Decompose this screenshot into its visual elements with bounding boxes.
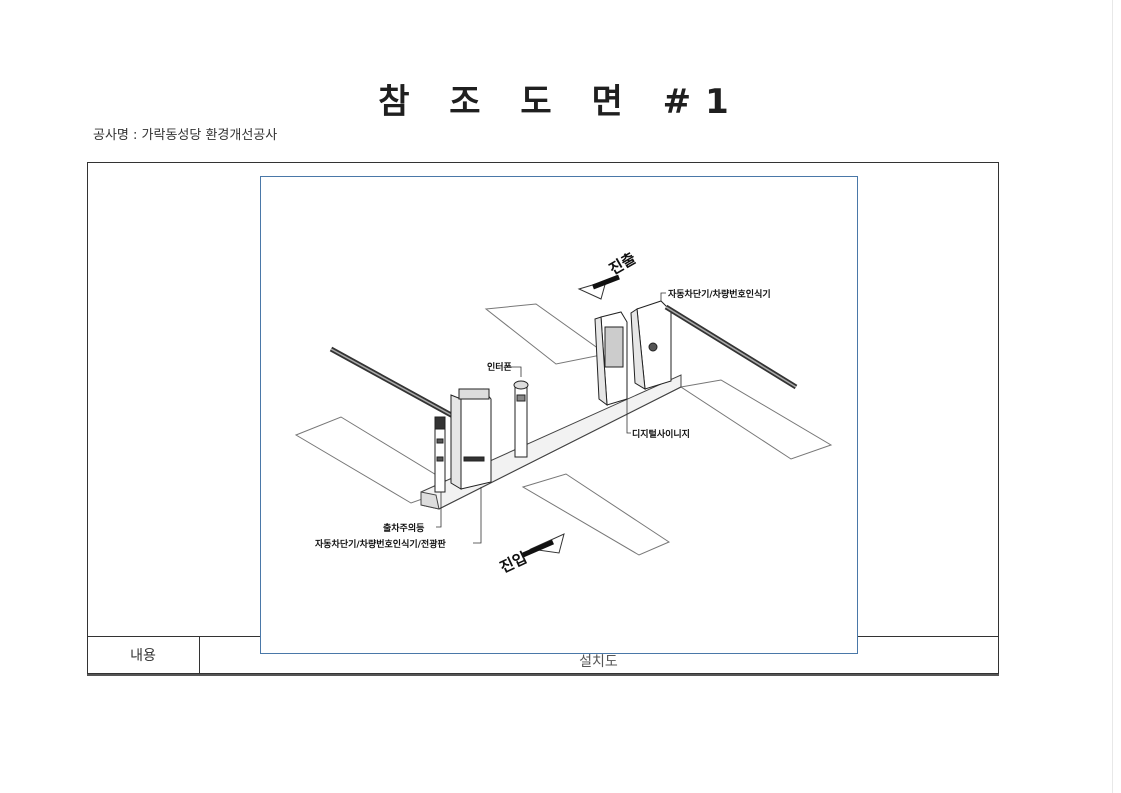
exit-direction-label: 진출 — [606, 249, 639, 278]
lane-top-left — [484, 303, 608, 365]
project-name: 공사명 : 가락동성당 환경개선공사 — [93, 128, 278, 143]
footer-value: 설치도 — [579, 654, 618, 670]
leader-intercom — [509, 366, 522, 377]
callout-intercom: 인터폰 — [487, 361, 512, 373]
right-gate-cabinet — [630, 300, 672, 390]
digital-signage-unit — [594, 311, 628, 407]
intercom-pillar — [513, 380, 529, 458]
callout-top-right-gate: 자동차단기/차량번호인식기 — [668, 288, 771, 300]
drawing-frame — [87, 162, 999, 674]
exit-direction-arrow — [577, 274, 620, 300]
leader-digital-signage — [626, 399, 631, 434]
callout-digital-signage: 디지털사이니지 — [632, 428, 690, 440]
exit-warning-light-pole — [434, 416, 446, 493]
page-title: 참 조 도 면 #1 — [378, 82, 743, 122]
lane-bottom — [521, 473, 671, 556]
left-gate-cabinet — [450, 388, 492, 490]
lane-right — [679, 379, 833, 460]
drawing-illustration: 진출 진입 자동차단기/차량번호인식기 인터폰 디지털사이니지 출차주의등 자동… — [294, 249, 833, 577]
installation-drawing: 진출 진입 자동차단기/차량번호인식기 인터폰 디지털사이니지 출차주의등 자동… — [260, 176, 858, 654]
leader-left-gate — [473, 487, 482, 544]
footer-label: 내용 — [87, 637, 200, 673]
leader-top-right-gate — [660, 292, 666, 301]
leader-exit-warning-light — [436, 492, 442, 528]
scan-edge-line — [1112, 0, 1113, 793]
entry-direction-arrow — [522, 533, 565, 558]
frame-double-line — [87, 674, 999, 676]
callout-left-gate: 자동차단기/차량번호인식기/전광판 — [315, 538, 446, 550]
callout-exit-warning-light: 출차주의등 — [383, 522, 424, 534]
